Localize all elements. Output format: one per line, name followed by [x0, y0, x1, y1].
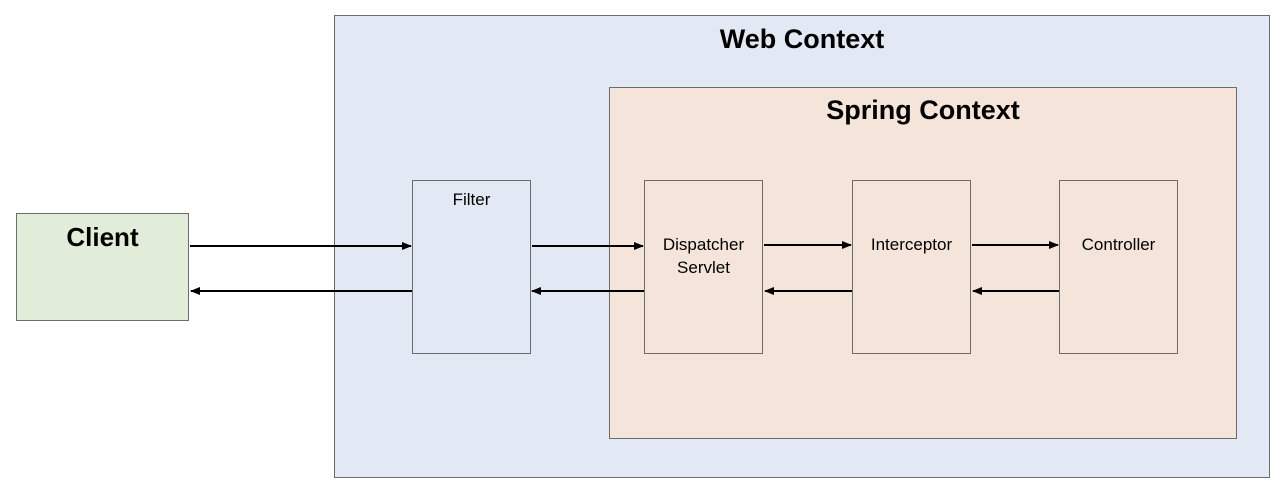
interceptor-node: Interceptor [852, 180, 971, 354]
web-context-title: Web Context [719, 24, 885, 54]
filter-label: Filter [452, 190, 491, 209]
dispatcher-servlet-label: Dispatcher Servlet [662, 235, 745, 277]
client-label: Client [66, 222, 139, 252]
controller-label: Controller [1081, 235, 1156, 254]
controller-node: Controller [1059, 180, 1178, 354]
spring-context-title: Spring Context [826, 95, 1020, 125]
filter-node: Filter [412, 180, 531, 354]
client-node: Client [16, 213, 189, 321]
dispatcher-servlet-node: Dispatcher Servlet [644, 180, 763, 354]
interceptor-label: Interceptor [870, 235, 953, 254]
